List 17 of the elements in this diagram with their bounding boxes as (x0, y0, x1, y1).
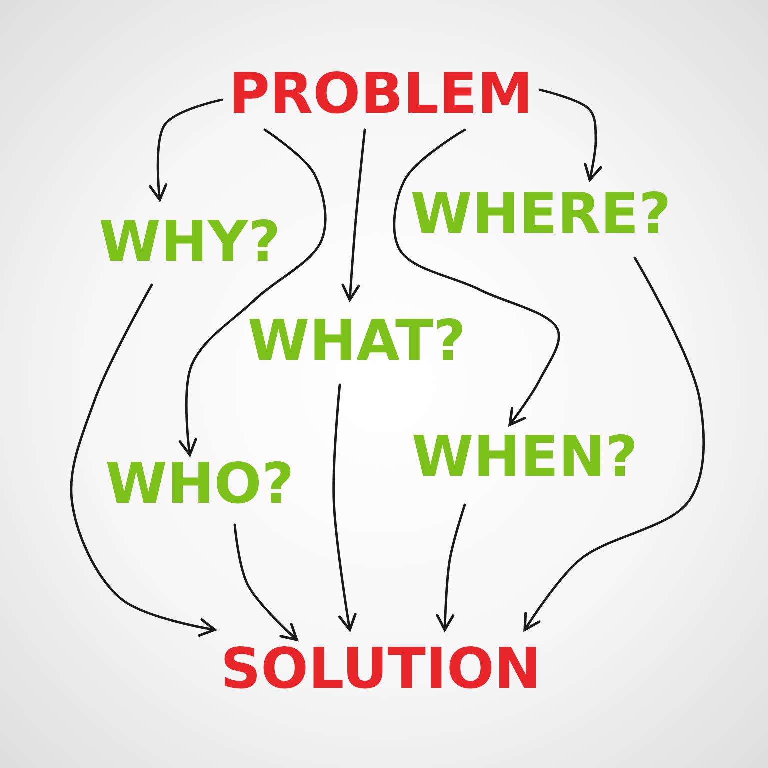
arrow (332, 384, 357, 632)
question-text: WHAT? (236, 298, 478, 385)
question-text: WHY? (92, 200, 288, 285)
arrow (538, 88, 602, 182)
heading-text: SOLUTION (212, 630, 550, 710)
arrow (234, 524, 298, 642)
arrow (342, 128, 366, 302)
question-text: WHEN? (412, 410, 638, 505)
arrow (393, 128, 560, 426)
arrow (524, 256, 706, 632)
arrow (149, 98, 224, 202)
arrow (70, 284, 216, 637)
arrow (178, 128, 327, 456)
heading-text: PROBLEM (222, 60, 540, 130)
question-text: WHERE? (408, 172, 674, 258)
question-text: WHO? (98, 445, 302, 525)
arrow (436, 504, 466, 632)
